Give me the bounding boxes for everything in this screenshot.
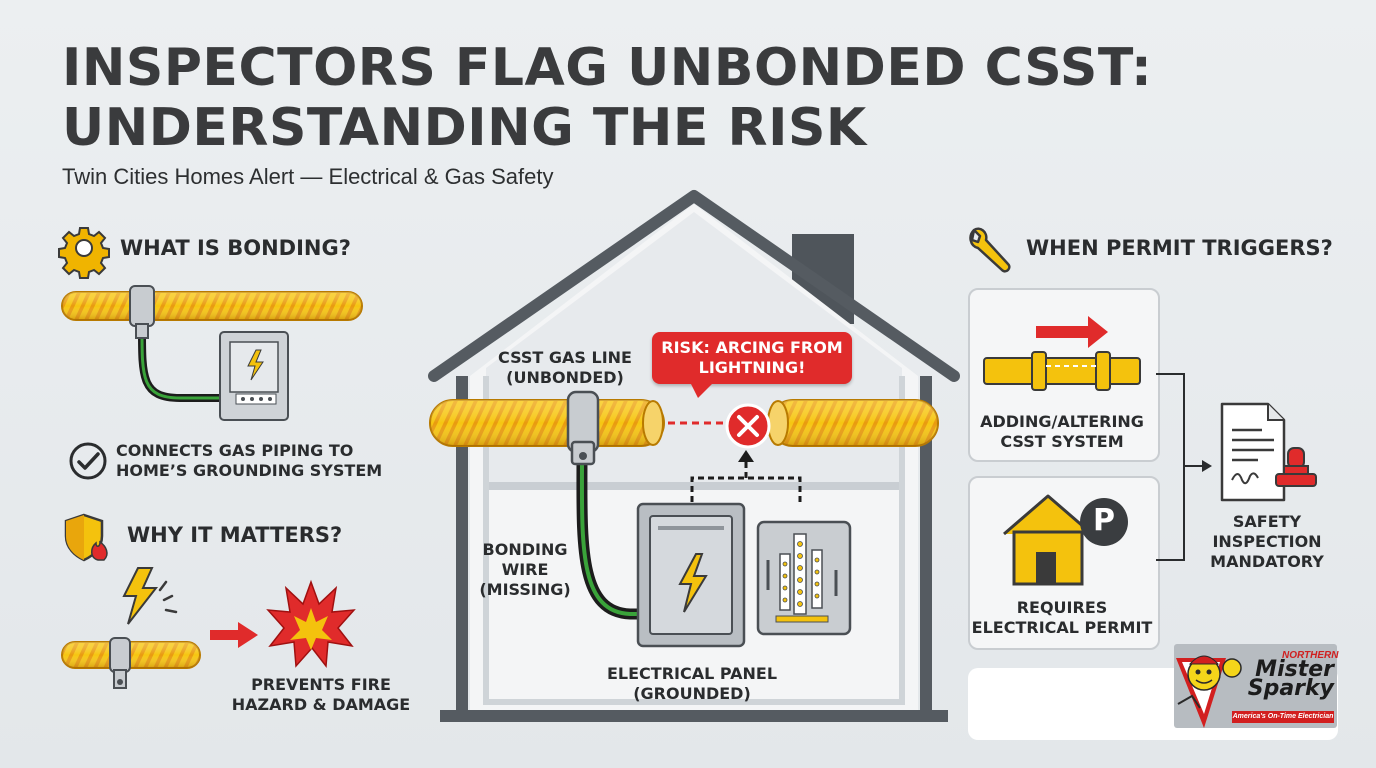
logo-name: Mister Sparky	[1244, 657, 1334, 701]
gear-icon	[58, 227, 110, 279]
title-line-2: UNDERSTANDING THE RISK	[62, 98, 867, 158]
matters-heading: WHY IT MATTERS?	[127, 523, 343, 547]
alter-pipe-icon	[983, 316, 1141, 391]
logo-tagline: America's On-Time Electrician	[1232, 711, 1334, 723]
bonding-caption: CONNECTS GAS PIPING TO HOME’S GROUNDING …	[116, 441, 382, 481]
bonding-illustration	[61, 285, 363, 421]
document-stamp-icon	[1220, 402, 1317, 502]
bonding-wire-label-line-3: (MISSING)	[479, 580, 571, 599]
gas-line-label-line-2: (UNBONDED)	[506, 368, 624, 387]
permit-caption-line-1: REQUIRES	[1016, 598, 1108, 617]
risk-callout-line-2: LIGHTNING!	[698, 358, 806, 377]
bonding-caption-line-2: HOME’S GROUNDING SYSTEM	[116, 461, 383, 480]
inspection-caption: SAFETY INSPECTION MANDATORY	[1192, 512, 1342, 572]
panel-label-line-2: (GROUNDED)	[633, 684, 751, 703]
x-circle-icon	[725, 403, 771, 449]
check-circle-icon	[69, 442, 107, 480]
breaker-box	[756, 520, 852, 636]
bonding-caption-line-1: CONNECTS GAS PIPING TO	[116, 441, 354, 460]
page-subtitle: Twin Cities Homes Alert — Electrical & G…	[62, 164, 554, 189]
logo-name-line-2: Sparky	[1247, 676, 1334, 701]
fire-caption-line-2: HAZARD & DAMAGE	[231, 695, 411, 714]
bonding-wire-label: BONDING WIRE (MISSING)	[470, 540, 580, 600]
house-icon	[1003, 494, 1128, 586]
fire-caption-line-1: PREVENTS FIRE	[251, 675, 391, 694]
inspection-caption-line-2: INSPECTION	[1212, 532, 1322, 551]
explosion-icon	[266, 579, 356, 668]
bonding-wire	[566, 390, 646, 620]
csst-gas-pipe	[429, 399, 939, 447]
csst-change-caption: ADDING/ALTERING CSST SYSTEM	[968, 412, 1156, 452]
shield-fire-icon	[64, 513, 108, 562]
parking-badge: P	[1093, 503, 1115, 538]
arc-path	[690, 450, 802, 502]
arrow-right-icon	[210, 622, 258, 648]
csst-change-line-1: ADDING/ALTERING	[980, 412, 1144, 431]
inspection-caption-line-3: MANDATORY	[1210, 552, 1324, 571]
wrench-icon	[969, 227, 1011, 273]
bonding-heading: WHAT IS BONDING?	[120, 236, 351, 260]
risk-callout: RISK: ARCING FROM LIGHTNING!	[652, 332, 852, 384]
title-line-1: INSPECTORS FLAG UNBONDED CSST:	[62, 38, 1153, 98]
permit-caption: REQUIRES ELECTRICAL PERMIT	[968, 598, 1156, 638]
panel-label: ELECTRICAL PANEL (GROUNDED)	[592, 664, 792, 704]
protected-pipe	[61, 637, 201, 689]
permit-caption-line-2: ELECTRICAL PERMIT	[971, 618, 1153, 637]
permit-heading: WHEN PERMIT TRIGGERS?	[1026, 236, 1333, 260]
fire-caption: PREVENTS FIRE HAZARD & DAMAGE	[226, 675, 416, 715]
gas-line-label: CSST GAS LINE (UNBONDED)	[480, 348, 650, 388]
risk-callout-line-1: RISK: ARCING FROM	[661, 338, 843, 357]
panel-label-line-1: ELECTRICAL PANEL	[606, 664, 778, 683]
page-title: INSPECTORS FLAG UNBONDED CSST: UNDERSTAN…	[62, 38, 1262, 158]
logo-northern: NORTHERN	[1282, 650, 1339, 661]
inspection-caption-line-1: SAFETY	[1232, 512, 1302, 531]
bonding-wire-label-line-2: WIRE	[501, 560, 549, 579]
gas-line-label-line-1: CSST GAS LINE	[498, 348, 632, 367]
electrical-panel	[636, 502, 746, 648]
lightning-icon	[122, 567, 178, 625]
risk-callout-pointer	[690, 382, 714, 398]
mascot-icon	[1176, 655, 1242, 728]
csst-change-line-2: CSST SYSTEM	[1000, 432, 1124, 451]
bracket-connector	[1156, 373, 1212, 561]
bonding-wire-label-line-1: BONDING	[482, 540, 568, 559]
logo-name-line-1: Mister	[1255, 657, 1334, 682]
